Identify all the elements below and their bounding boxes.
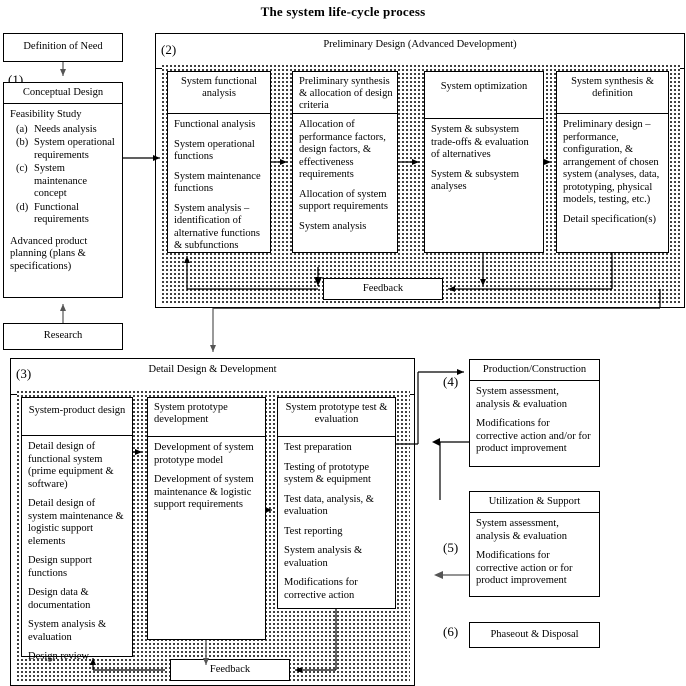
- item-text: System & subsystem trade-offs & evaluati…: [431, 124, 529, 160]
- list-item: (d) Functional requirements: [10, 202, 116, 227]
- item-marker: (a): [16, 123, 28, 135]
- system-prototype-development-box: System prototype development Development…: [147, 397, 266, 640]
- item-text: Test data, analysis, & evaluation: [284, 493, 374, 518]
- system-functional-analysis-body: Functional analysis System operational f…: [168, 114, 270, 258]
- item-text: Design data & documentation: [28, 587, 91, 611]
- preliminary-synthesis-body: Allocation of performance factors, desig…: [293, 114, 397, 238]
- item-text: System assessment, analysis & evaluation: [476, 386, 567, 410]
- system-prototype-test-box: System prototype test & evaluation Test …: [277, 397, 396, 609]
- item-text: Modifications for corrective action and/…: [476, 418, 591, 454]
- utilization-support-body: System assessment, analysis & evaluation…: [470, 513, 599, 593]
- item-text: Test reporting: [284, 525, 343, 537]
- item-text: Detail design of system maintenance & lo…: [28, 498, 124, 547]
- item-text: Detail specification(s): [563, 213, 657, 225]
- item-text: System maintenance functions: [174, 170, 261, 195]
- utilization-support-box: Utilization & Support System assessment,…: [469, 491, 600, 597]
- conceptual-design-header: Conceptual Design: [4, 83, 122, 104]
- stage-2-feedback-box: Feedback: [323, 278, 443, 300]
- item-text: System analysis: [299, 220, 367, 232]
- feasibility-study-list: (a) Needs analysis (b) System operationa…: [10, 124, 116, 227]
- system-optimization-body: System & subsystem trade-offs & evaluati…: [425, 119, 543, 199]
- feedback-label: Feedback: [209, 664, 251, 675]
- system-optimization-box: System optimization System & subsystem t…: [424, 71, 544, 253]
- item-text: System analysis & evaluation: [284, 545, 363, 569]
- list-item: (a) Needs analysis: [10, 124, 116, 137]
- preliminary-synthesis-header: Preliminary synthesis & allocation of de…: [293, 72, 397, 114]
- list-item: (c) System maintenance concept: [10, 163, 116, 201]
- stage-3-feedback-box: Feedback: [170, 659, 290, 681]
- item-text: Modifications for corrective action: [284, 577, 358, 601]
- phaseout-disposal-label: Phaseout & Disposal: [490, 629, 579, 640]
- system-prototype-test-header: System prototype test & evaluation: [278, 398, 395, 437]
- arrow-head-production-feedback: [432, 438, 440, 446]
- item-text: System analysis & evaluation: [28, 619, 107, 643]
- item-text: Functional analysis: [174, 119, 256, 130]
- system-synthesis-body: Preliminary design – performance, config…: [557, 114, 668, 231]
- system-product-design-box: System-product design Detail design of f…: [21, 397, 133, 662]
- item-text: Preliminary design – performance, config…: [563, 119, 660, 205]
- item-text: Detail design of functional system (prim…: [28, 441, 114, 490]
- definition-of-need-box: Definition of Need: [3, 33, 123, 62]
- item-text: Testing of prototype system & equipment: [284, 461, 371, 486]
- stage-2-number: (2): [161, 42, 177, 57]
- item-marker: (d): [16, 201, 29, 213]
- item-text: Functional requirements: [34, 201, 89, 226]
- conceptual-design-box: Conceptual Design Feasibility Study (a) …: [3, 82, 123, 298]
- definition-of-need-label: Definition of Need: [23, 41, 103, 52]
- production-construction-box: Production/Construction System assessmen…: [469, 359, 600, 467]
- item-text: Needs analysis: [34, 123, 97, 135]
- system-prototype-development-body: Development of system prototype model De…: [148, 437, 265, 517]
- utilization-support-header: Utilization & Support: [470, 492, 599, 513]
- item-marker: (c): [16, 163, 28, 174]
- stage-6-number: (6): [443, 624, 459, 639]
- item-text: System operational requirements: [34, 137, 115, 161]
- feedback-label: Feedback: [362, 283, 404, 294]
- production-construction-header: Production/Construction: [470, 360, 599, 381]
- item-text: System & subsystem analyses: [431, 168, 520, 193]
- stage-3-number: (3): [16, 366, 32, 381]
- system-optimization-header: System optimization: [425, 72, 543, 119]
- item-text: Design support functions: [28, 555, 92, 579]
- item-text: System maintenance concept: [34, 163, 88, 199]
- item-text: Development of system maintenance & logi…: [154, 474, 254, 510]
- research-label: Research: [43, 330, 83, 341]
- system-prototype-test-body: Test preparation Testing of prototype sy…: [278, 437, 395, 607]
- item-text: System operational functions: [174, 138, 255, 163]
- conceptual-design-body: Feasibility Study (a) Needs analysis (b)…: [4, 104, 122, 278]
- system-functional-analysis-box: System functional analysis Functional an…: [167, 71, 271, 253]
- preliminary-synthesis-box: Preliminary synthesis & allocation of de…: [292, 71, 398, 253]
- page-title: The system life-cycle process: [260, 4, 426, 19]
- item-text: System analysis – identification of alte…: [174, 202, 261, 252]
- advanced-product-planning-text: Advanced product planning (plans & speci…: [10, 235, 88, 272]
- system-product-design-body: Detail design of functional system (prim…: [22, 436, 132, 669]
- feasibility-study-title: Feasibility Study: [10, 109, 82, 120]
- detail-design-header: Detail Design & Development: [11, 359, 414, 395]
- production-construction-body: System assessment, analysis & evaluation…: [470, 381, 599, 461]
- item-text: Allocation of performance factors, desig…: [299, 119, 386, 180]
- system-synthesis-box: System synthesis & definition Preliminar…: [556, 71, 669, 253]
- arrow-head-utilization-feedback: [434, 571, 443, 579]
- system-synthesis-header: System synthesis & definition: [557, 72, 668, 114]
- research-box: Research: [3, 323, 123, 350]
- phaseout-disposal-box: Phaseout & Disposal: [469, 622, 600, 648]
- stage-5-number: (5): [443, 540, 459, 555]
- item-marker: (b): [16, 137, 29, 148]
- preliminary-design-header-label: Preliminary Design (Advanced Development…: [323, 39, 517, 50]
- item-text: System assessment, analysis & evaluation: [476, 518, 567, 542]
- item-text: Allocation of system support requirement…: [299, 188, 388, 213]
- list-item: (b) System operational requirements: [10, 137, 116, 162]
- system-prototype-development-header: System prototype development: [148, 398, 265, 437]
- system-functional-analysis-header: System functional analysis: [168, 72, 270, 114]
- item-text: Design review: [28, 651, 89, 662]
- stage-4-number: (4): [443, 374, 459, 389]
- system-product-design-header: System-product design: [22, 398, 132, 436]
- item-text: Test preparation: [284, 442, 352, 453]
- preliminary-design-header: Preliminary Design (Advanced Development…: [156, 34, 684, 69]
- item-text: Development of system prototype model: [154, 442, 254, 466]
- item-text: Modifications for corrective action or f…: [476, 550, 573, 586]
